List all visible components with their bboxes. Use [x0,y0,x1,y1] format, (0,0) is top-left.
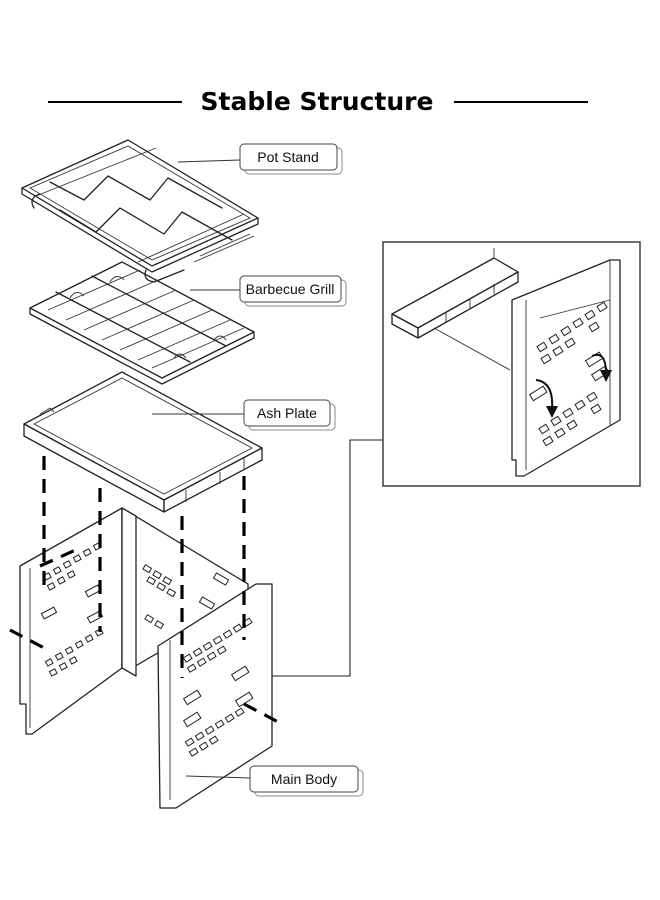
label-barbecue-grill: Barbecue Grill [190,275,347,307]
vent-holes-back-right [142,564,230,630]
pot-stand-label: Pot Stand [257,149,319,165]
barbecue-grill-label: Barbecue Grill [246,281,335,297]
label-ash-plate: Ash Plate [152,399,336,431]
inset-connector-line [272,439,383,677]
title-group: Stable Structure [48,87,588,116]
ash-plate [23,371,263,513]
insert-arrow-left-head [546,406,558,418]
main-body-stove [9,456,283,809]
inset-vent-holes [528,301,610,447]
label-pot-stand: Pot Stand [177,143,343,175]
insert-arrow-left [535,379,554,411]
assembly-guide-lines [9,456,283,726]
barbecue-grill [29,261,255,385]
vent-holes-front [182,617,254,757]
main-body-label: Main Body [271,771,337,787]
page-title: Stable Structure [201,87,434,116]
label-main-body: Main Body [185,765,364,797]
pot-stand [21,139,259,283]
detail-inset [382,241,641,487]
insert-arrow-right-head [600,370,612,382]
ash-plate-label: Ash Plate [257,405,317,421]
